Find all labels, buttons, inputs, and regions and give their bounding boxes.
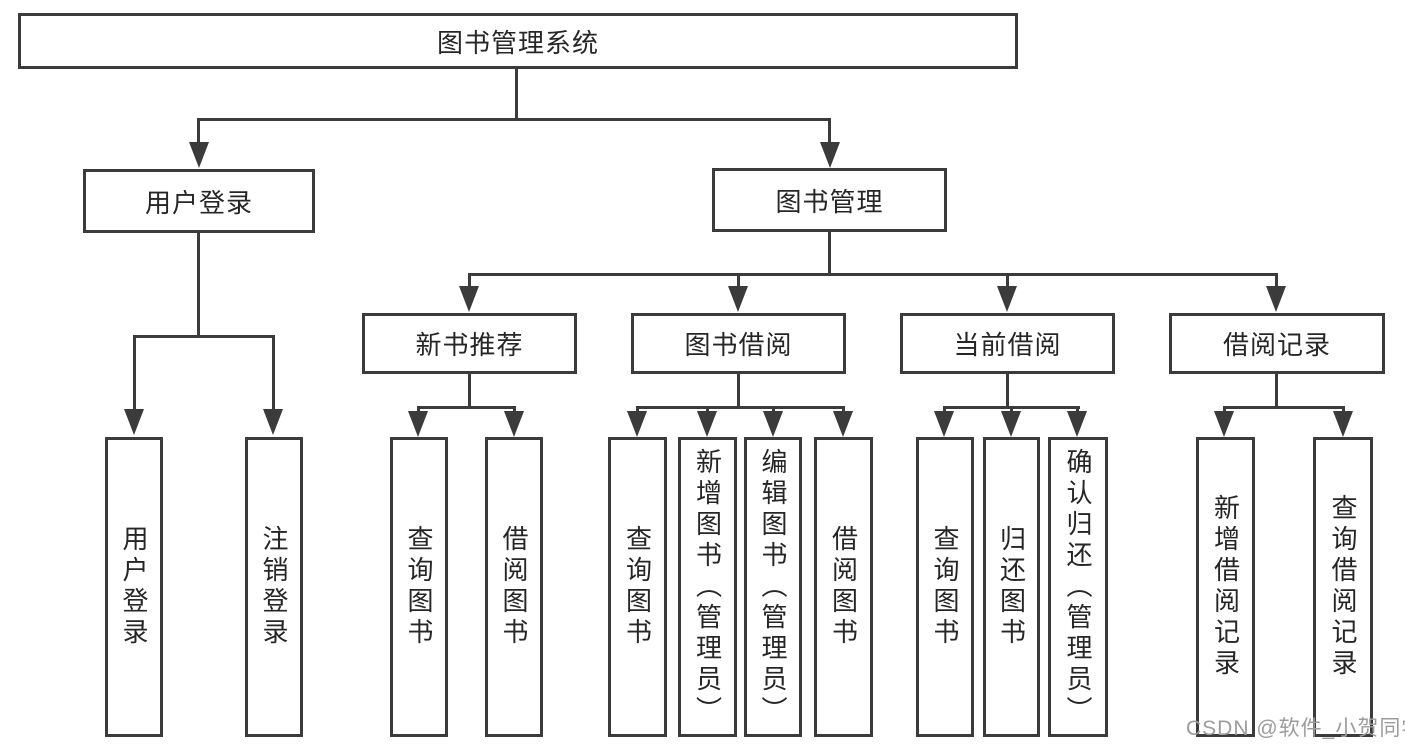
arrow-stem <box>272 335 275 411</box>
node-label: 查询图书 <box>930 525 960 649</box>
arrow-stem <box>737 273 740 287</box>
arrow-stem <box>842 406 845 413</box>
connector-login-leaves-horizontal <box>133 335 275 338</box>
arrow-down-icon <box>997 286 1017 312</box>
arrow-down-icon <box>189 142 209 168</box>
arrow-down-icon <box>627 411 647 437</box>
node-book-borrowing: 图书借阅 <box>631 313 846 374</box>
arrow-stem <box>468 273 471 287</box>
arrow-down-icon <box>763 411 783 437</box>
arrow-down-icon <box>728 286 748 312</box>
arrow-stem <box>417 406 420 413</box>
arrow-stem <box>513 406 516 413</box>
node-current-confirm-return: 确认归还（管理员） <box>1048 437 1108 737</box>
arrow-down-icon <box>459 286 479 312</box>
node-borrowing-query-books: 查询图书 <box>608 437 667 737</box>
connector-level3-horizontal <box>468 273 1278 276</box>
node-label: 图书管理系统 <box>436 27 599 58</box>
node-current-query-books: 查询图书 <box>916 437 974 737</box>
node-label: 用户登录 <box>119 525 149 649</box>
node-label: 编辑图书（管理员） <box>758 447 788 727</box>
arrow-stem <box>1342 406 1345 413</box>
node-label: 新增图书（管理员） <box>692 447 723 727</box>
node-borrowing-edit-books: 编辑图书（管理员） <box>744 437 802 737</box>
node-label: 新书推荐 <box>415 330 524 360</box>
node-label: 归还图书 <box>996 525 1027 649</box>
arrow-down-icon <box>833 411 853 437</box>
arrow-stem <box>133 335 136 411</box>
connector-recommend-vertical <box>468 374 471 409</box>
node-label: 借阅图书 <box>499 525 529 649</box>
arrow-stem <box>197 118 200 143</box>
node-records-add-record: 新增借阅记录 <box>1196 437 1255 737</box>
connector-root-vertical <box>515 69 518 120</box>
connector-current-vertical <box>1006 374 1009 409</box>
node-label: 查询借阅记录 <box>1328 494 1358 680</box>
node-current-borrowing: 当前借阅 <box>900 313 1115 374</box>
node-label: 借阅记录 <box>1222 330 1331 360</box>
node-book-management: 图书管理 <box>712 168 947 232</box>
node-label: 用户登录 <box>144 187 253 218</box>
node-label: 图书管理 <box>775 186 884 217</box>
arrow-stem <box>706 406 709 413</box>
arrow-down-icon <box>1266 286 1286 312</box>
node-borrowing-borrow-books: 借阅图书 <box>814 437 873 737</box>
node-label: 当前借阅 <box>953 330 1062 360</box>
arrow-stem <box>1010 406 1013 413</box>
csdn-watermark: CSDN @软件_小贺同学 <box>1186 717 1405 740</box>
node-user-login: 用户登录 <box>83 169 315 233</box>
connector-book-mgmt-vertical <box>828 232 831 275</box>
arrow-down-icon <box>1214 411 1234 437</box>
arrow-down-icon <box>820 142 840 168</box>
arrow-stem <box>1275 273 1278 287</box>
node-label: 新增借阅记录 <box>1210 494 1241 680</box>
arrow-stem <box>828 118 831 143</box>
connector-recommend-horizontal <box>417 406 516 409</box>
arrow-stem <box>772 406 775 413</box>
node-current-return-books: 归还图书 <box>983 437 1040 737</box>
connector-records-horizontal <box>1223 406 1345 409</box>
arrow-stem <box>636 406 639 413</box>
arrow-down-icon <box>124 409 144 435</box>
connector-borrowing-vertical <box>737 374 740 409</box>
node-root: 图书管理系统 <box>18 13 1018 69</box>
node-borrowing-records: 借阅记录 <box>1169 313 1385 374</box>
arrow-down-icon <box>697 411 717 437</box>
arrow-down-icon <box>1001 411 1021 437</box>
connector-records-vertical <box>1275 374 1278 409</box>
connector-level2-horizontal <box>197 118 831 121</box>
arrow-down-icon <box>1333 411 1353 437</box>
arrow-down-icon <box>408 411 428 437</box>
arrow-stem <box>1006 273 1009 287</box>
node-label: 借阅图书 <box>828 525 859 649</box>
arrow-stem <box>1076 406 1079 413</box>
connector-borrowing-horizontal <box>636 406 845 409</box>
node-recommend-query-books: 查询图书 <box>390 437 448 737</box>
arrow-down-icon <box>263 409 283 435</box>
node-login-user-login: 用户登录 <box>105 437 163 737</box>
node-records-query-record: 查询借阅记录 <box>1313 437 1373 737</box>
connector-user-login-vertical <box>197 233 200 338</box>
arrow-down-icon <box>934 411 954 437</box>
node-recommend-borrow-books: 借阅图书 <box>485 437 543 737</box>
node-label: 确认归还（管理员） <box>1063 447 1093 727</box>
arrow-down-icon <box>504 411 524 437</box>
node-label: 查询图书 <box>622 525 653 649</box>
node-new-book-recommend: 新书推荐 <box>362 313 577 374</box>
node-label: 查询图书 <box>404 525 434 649</box>
node-login-logout: 注销登录 <box>245 437 303 737</box>
node-label: 注销登录 <box>259 525 289 649</box>
arrow-down-icon <box>1067 411 1087 437</box>
arrow-stem <box>943 406 946 413</box>
arrow-stem <box>1223 406 1226 413</box>
node-borrowing-add-books: 新增图书（管理员） <box>678 437 737 737</box>
node-label: 图书借阅 <box>684 330 793 360</box>
